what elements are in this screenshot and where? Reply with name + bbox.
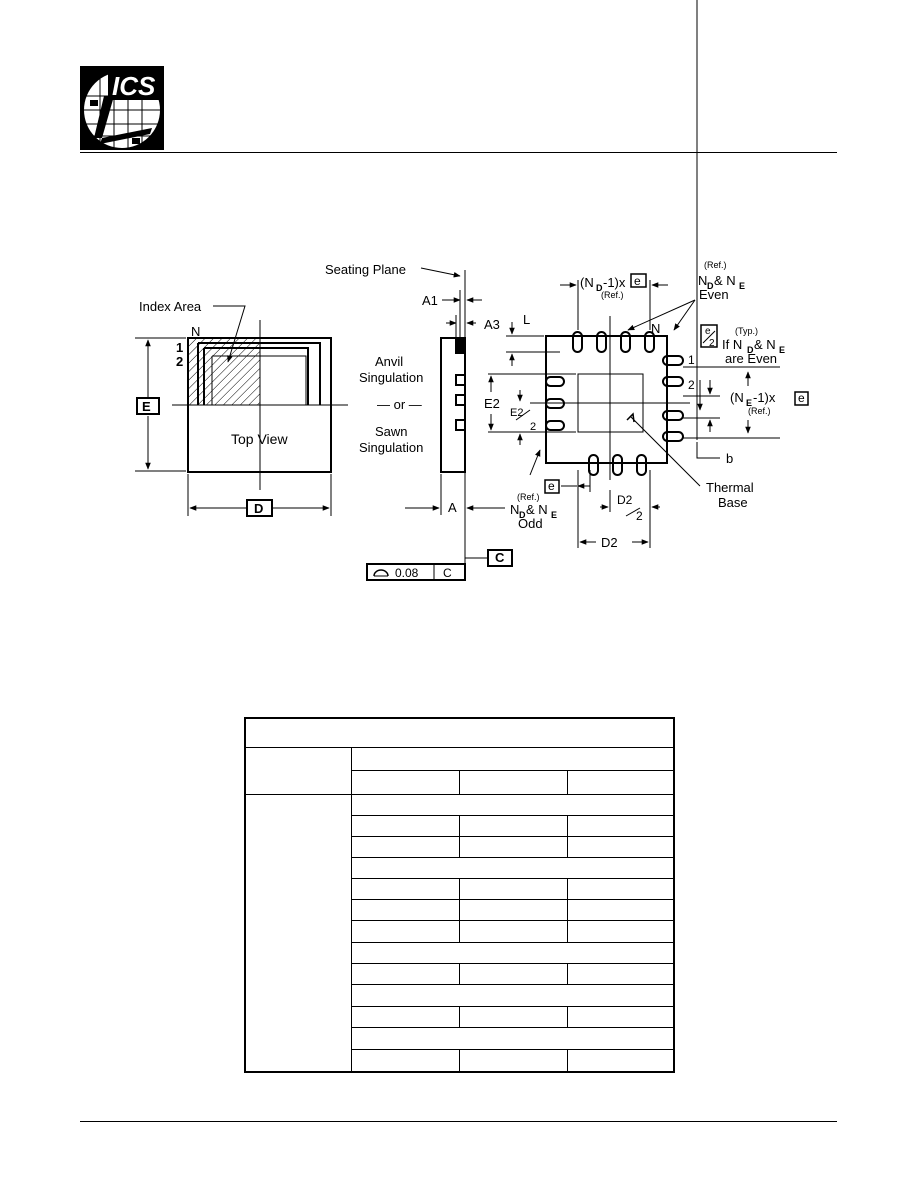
ne-pitch-prefix: (N xyxy=(730,390,744,405)
table-row xyxy=(352,964,673,985)
even-label: Even xyxy=(699,287,729,302)
ics-logo: ICS xyxy=(80,66,164,150)
l-label: L xyxy=(523,312,530,327)
anvil-line1: Anvil xyxy=(375,354,403,369)
table-row xyxy=(352,921,673,943)
thermal-line1: Thermal xyxy=(706,480,754,495)
flatness-datum: C xyxy=(443,566,452,580)
n-top-label: N xyxy=(651,321,660,336)
symbol-header-cell xyxy=(246,748,352,795)
index-area-label: Index Area xyxy=(139,299,202,314)
seating-plane-label: Seating Plane xyxy=(325,262,406,277)
even-ref: (Ref.) xyxy=(704,260,727,270)
top-view-label: Top View xyxy=(231,431,288,447)
e-over-2-num: e xyxy=(705,326,711,337)
variation-column xyxy=(246,795,352,1071)
nd-e-box: e xyxy=(634,274,641,288)
thermal-line2: Base xyxy=(718,495,748,510)
nd-pitch-sub: D xyxy=(596,283,603,293)
one-right-label: 1 xyxy=(688,353,695,367)
are-even-label: are Even xyxy=(725,351,777,366)
dimensions-header-cell xyxy=(352,748,673,771)
table-row xyxy=(352,795,673,816)
logo-text: ICS xyxy=(112,71,156,101)
typ-label: (Typ.) xyxy=(735,326,758,336)
nd-pitch-prefix: (N xyxy=(580,275,594,290)
anvil-line2: Singulation xyxy=(359,370,423,385)
d2-half-num: D2 xyxy=(617,493,633,507)
max-header-cell xyxy=(568,771,673,795)
table-row xyxy=(352,985,673,1007)
header-rule xyxy=(80,152,837,153)
bottom-view xyxy=(488,0,809,548)
odd-ref: (Ref.) xyxy=(517,492,540,502)
if-sub-e: E xyxy=(779,345,785,355)
e2-half-num: E2 xyxy=(510,407,523,419)
nd-ne-n: N xyxy=(698,273,707,288)
e2-label: E2 xyxy=(484,396,500,411)
nd-pitch-suffix: -1)x xyxy=(603,275,626,290)
footer-rule xyxy=(80,1121,837,1122)
two-right-label: 2 xyxy=(688,378,695,392)
odd-label: Odd xyxy=(518,516,543,531)
side-view xyxy=(366,267,513,581)
table-row xyxy=(352,1007,673,1028)
min-header-cell xyxy=(352,771,460,795)
table-row xyxy=(352,879,673,900)
pin-2-label: 2 xyxy=(176,354,183,369)
if-amp: & N xyxy=(754,337,776,352)
if-line: If N xyxy=(722,337,742,352)
d2-half-den: 2 xyxy=(636,509,643,523)
if-sub-d: D xyxy=(747,345,754,355)
dim-d-label: D xyxy=(254,501,263,516)
odd-sub-d: D xyxy=(519,510,526,520)
odd-amp: & N xyxy=(526,502,548,517)
dimension-table xyxy=(244,717,675,1073)
table-row xyxy=(352,1050,673,1071)
table-row xyxy=(352,837,673,858)
ne-ref: (Ref.) xyxy=(748,406,771,416)
nd-ref: (Ref.) xyxy=(601,290,624,300)
table-title-row xyxy=(246,719,673,748)
odd-n: N xyxy=(510,502,519,517)
b-label: b xyxy=(726,451,733,466)
a-label: A xyxy=(448,500,457,515)
odd-sub-e: E xyxy=(551,510,557,520)
c-datum-label: C xyxy=(495,550,505,565)
e-over-2-den: 2 xyxy=(709,338,715,349)
pin-n-label: N xyxy=(191,324,200,339)
table-row xyxy=(352,816,673,837)
odd-e-box: e xyxy=(548,479,555,493)
ne-e-box: e xyxy=(798,391,805,405)
nom-header-cell xyxy=(460,771,568,795)
ne-pitch-sub: E xyxy=(746,398,752,408)
sawn-line2: Singulation xyxy=(359,440,423,455)
or-text: — or — xyxy=(377,397,422,412)
flatness-value: 0.08 xyxy=(395,566,419,580)
table-row xyxy=(352,858,673,879)
pin-1-label: 1 xyxy=(176,340,183,355)
a1-label: A1 xyxy=(422,293,438,308)
nd-ne-amp: & N xyxy=(714,273,736,288)
nd-ne-sub-e: E xyxy=(739,281,745,291)
table-row xyxy=(352,943,673,964)
ne-pitch-suffix: -1)x xyxy=(753,390,776,405)
dim-e-label: E xyxy=(142,399,151,414)
table-row xyxy=(352,900,673,921)
top-view xyxy=(135,305,348,517)
a3-label: A3 xyxy=(484,317,500,332)
table-row xyxy=(352,1028,673,1050)
nd-ne-sub-d: D xyxy=(707,281,714,291)
d2-label: D2 xyxy=(601,535,618,550)
sawn-line1: Sawn xyxy=(375,424,408,439)
e2-half-den: 2 xyxy=(530,421,536,433)
